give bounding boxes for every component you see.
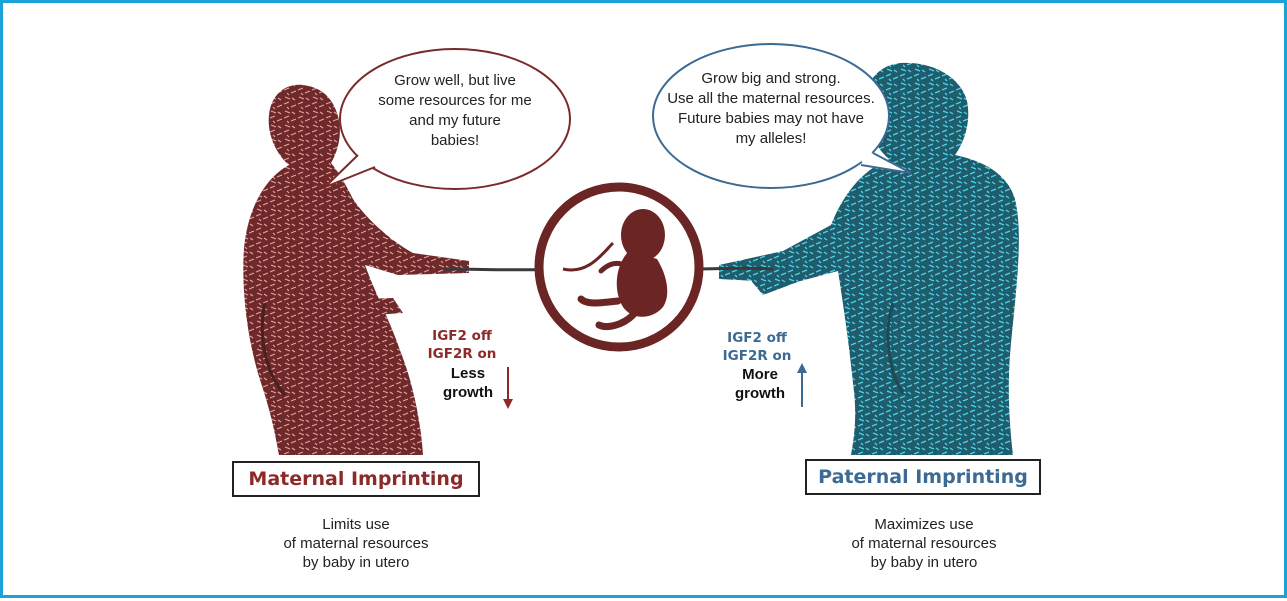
maternal-speech-text: Grow well, but live some resources for m… [365, 71, 545, 151]
fetus-in-womb-icon [539, 187, 699, 347]
description-line: Limits use [246, 515, 466, 534]
paternal-description: Maximizes use of maternal resources by b… [814, 515, 1034, 572]
paternal-speech-line: Future babies may not have [661, 109, 881, 129]
description-line: of maternal resources [814, 534, 1034, 553]
illustration [3, 3, 1287, 601]
paternal-igf2r-label: IGF2R on [715, 347, 799, 365]
paternal-speech-line: my alleles! [661, 129, 881, 149]
growth-word: More [725, 365, 795, 384]
description-line: by baby in utero [814, 553, 1034, 572]
paternal-speech-line: Use all the maternal resources. [661, 89, 881, 109]
maternal-imprinting-title: Maternal Imprinting [232, 461, 480, 497]
paternal-igf2-label: IGF2 off [715, 329, 799, 347]
description-line: Maximizes use [814, 515, 1034, 534]
paternal-growth-label: More growth [725, 365, 795, 403]
maternal-gene-labels: IGF2 off IGF2R on [419, 327, 505, 363]
growth-word: growth [725, 384, 795, 403]
paternal-gene-labels: IGF2 off IGF2R on [715, 329, 799, 365]
maternal-speech-line: Grow well, but live [365, 71, 545, 91]
maternal-description: Limits use of maternal resources by baby… [246, 515, 466, 572]
paternal-speech-text: Grow big and strong. Use all the materna… [661, 69, 881, 149]
maternal-speech-line: and my future [365, 111, 545, 131]
growth-word: Less [435, 364, 501, 383]
up-arrow-icon [797, 363, 807, 407]
growth-word: growth [435, 383, 501, 402]
rope-right [693, 268, 773, 269]
paternal-speech-line: Grow big and strong. [661, 69, 881, 89]
description-line: of maternal resources [246, 534, 466, 553]
maternal-growth-label: Less growth [435, 364, 501, 402]
maternal-speech-line: some resources for me [365, 91, 545, 111]
maternal-speech-line: babies! [365, 131, 545, 151]
down-arrow-icon [503, 367, 513, 409]
maternal-igf2r-label: IGF2R on [419, 345, 505, 363]
paternal-imprinting-title: Paternal Imprinting [805, 459, 1041, 495]
maternal-igf2-label: IGF2 off [419, 327, 505, 345]
description-line: by baby in utero [246, 553, 466, 572]
